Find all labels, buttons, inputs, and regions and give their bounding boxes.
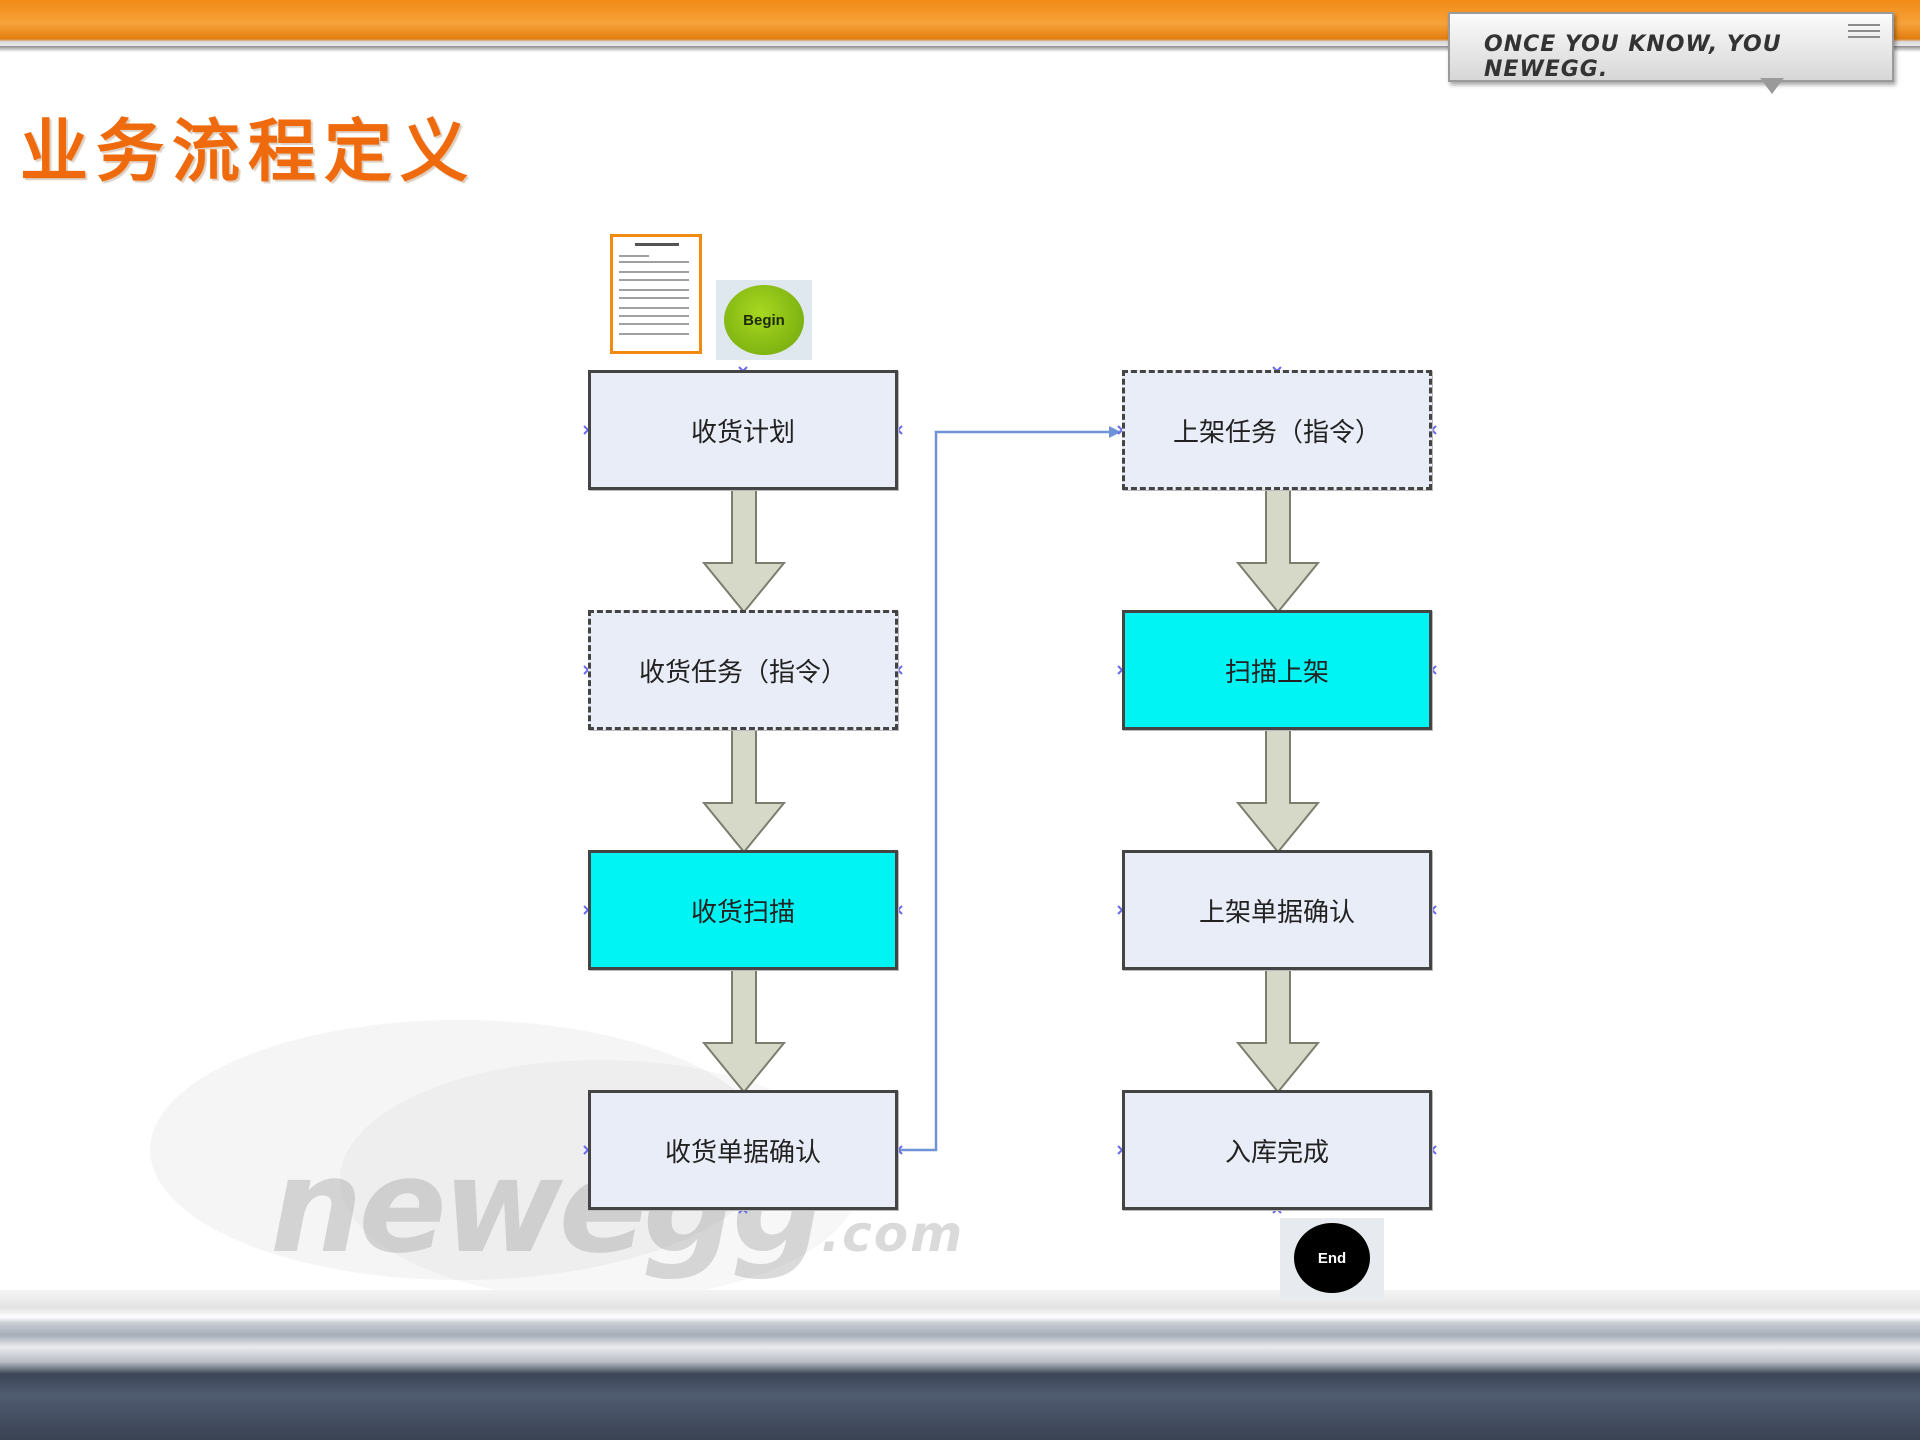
node-receiving-task: 收货任务（指令） — [588, 610, 898, 730]
tagline-tab: ONCE YOU KNOW, YOU NEWEGG. — [1448, 12, 1894, 94]
slide-title: 业务流程定义 — [20, 112, 477, 192]
connector-line — [899, 430, 1121, 1152]
node-putaway-task: 上架任务（指令） — [1122, 370, 1432, 490]
begin-terminal: Begin — [716, 280, 812, 360]
connector-arrowhead — [1109, 426, 1121, 438]
report-document-icon — [610, 234, 702, 354]
bottom-band — [0, 1290, 1920, 1440]
watermark-logo-suffix: .com — [821, 1205, 965, 1263]
down-arrow-6 — [1235, 969, 1321, 1094]
down-arrow-1 — [701, 489, 787, 614]
node-putaway-confirm: 上架单据确认 — [1122, 850, 1432, 970]
down-arrow-3 — [701, 969, 787, 1094]
end-label: End — [1294, 1223, 1370, 1293]
connection-point-markers — [583, 366, 1437, 1214]
down-arrow-2 — [701, 729, 787, 854]
down-arrow-4 — [1235, 489, 1321, 614]
node-receiving-scan: 收货扫描 — [588, 850, 898, 970]
node-inbound-complete: 入库完成 — [1122, 1090, 1432, 1210]
top-bar-shadow — [0, 46, 1920, 52]
end-terminal: End — [1280, 1218, 1384, 1298]
node-receiving-confirm: 收货单据确认 — [588, 1090, 898, 1210]
tagline-text: ONCE YOU KNOW, YOU NEWEGG. — [1484, 32, 1782, 82]
menu-lines-icon — [1848, 24, 1880, 42]
down-arrow-5 — [1235, 729, 1321, 854]
node-scan-putaway: 扫描上架 — [1122, 610, 1432, 730]
tagline-pointer — [1760, 78, 1784, 94]
begin-label: Begin — [724, 285, 804, 355]
node-receiving-plan: 收货计划 — [588, 370, 898, 490]
